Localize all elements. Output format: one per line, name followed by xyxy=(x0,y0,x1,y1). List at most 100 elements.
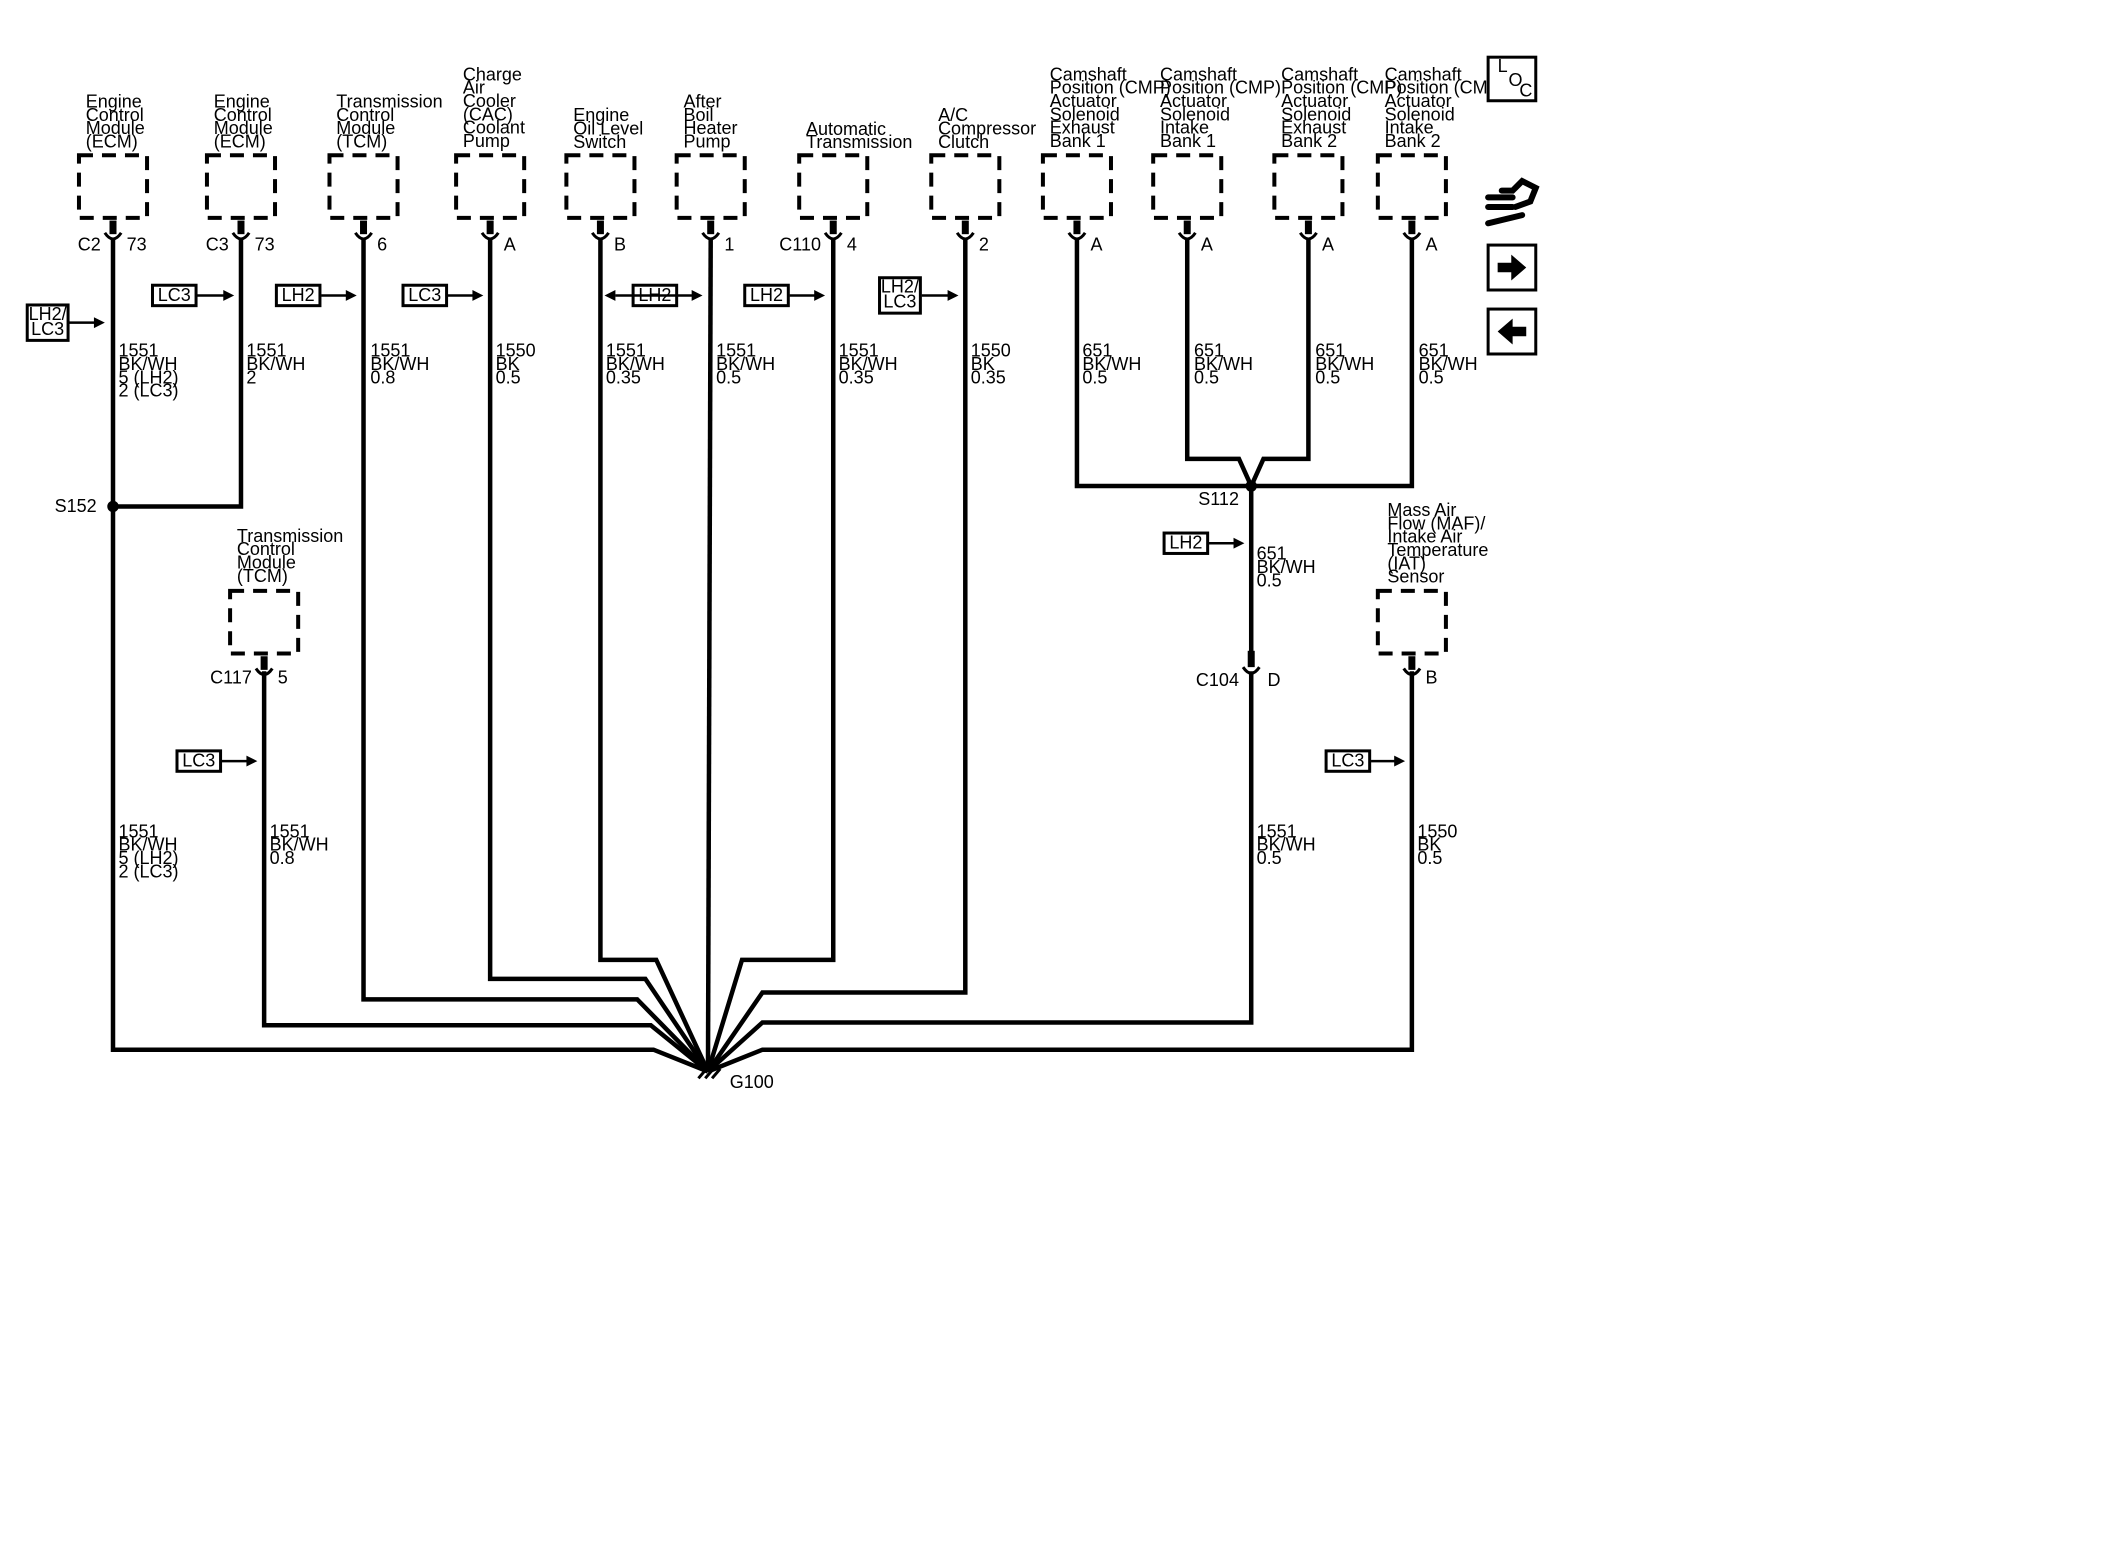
ecm_c3-name-line: (ECM) xyxy=(214,132,266,152)
wire-label-afterboil-line: 1551 xyxy=(716,341,756,361)
cmp_ex_b2-connector xyxy=(1298,231,1318,241)
wire-label-ecm_c2_upper-line: BK/WH xyxy=(118,354,177,374)
wire-label-oil_switch-line: 1551 xyxy=(606,341,646,361)
wire-label-ecm_c2_upper-line: 5 (LH2) xyxy=(118,367,178,387)
wire-label-c104_lower-line: 0.5 xyxy=(1257,848,1282,868)
loc-button-frame[interactable] xyxy=(1486,55,1538,103)
wire-label-afterboil-line: BK/WH xyxy=(716,354,775,374)
maf-sensor-name-line: Intake Air xyxy=(1387,527,1462,547)
wire-label-ac_clutch-line: 1550 xyxy=(971,341,1011,361)
wire-ecm-c3 xyxy=(113,239,244,509)
afterboil-pin-label: 1 xyxy=(724,235,734,255)
cmp_ex_b1-pin-label: A xyxy=(1091,235,1103,255)
wire-label-cmp_ex_b1-line: 651 xyxy=(1082,341,1112,361)
tcm_top-component xyxy=(327,153,400,220)
wire-label-cmp_in_b1-line: 0.5 xyxy=(1194,367,1219,387)
ac_clutch-name-line: A/C xyxy=(938,105,968,125)
option-lh2-tcm-box xyxy=(274,283,322,308)
afterboil-name-line: Heater xyxy=(683,118,737,138)
wire-label-afterboil-line: 0.5 xyxy=(716,367,741,387)
oil_switch-component xyxy=(564,153,637,220)
option-lc3-ecm-c3-box xyxy=(150,283,198,308)
forward-button-frame[interactable] xyxy=(1486,243,1538,292)
text-layer: EngineControlModule(ECM)EngineControlMod… xyxy=(29,64,1506,1092)
cac_pump-pin-label: A xyxy=(504,235,516,255)
tcm-bottom-name-line: Control xyxy=(237,539,295,559)
cmp_ex_b1-name-line: Bank 1 xyxy=(1050,131,1106,151)
loc-letter: L xyxy=(1498,56,1508,76)
wire-cmp-ex-b1 xyxy=(1074,239,1252,489)
option-lh2-lc3-ac-box xyxy=(878,276,922,315)
cmp_in_b2-name-line: Bank 2 xyxy=(1385,131,1441,151)
back-button[interactable] xyxy=(1486,307,1538,356)
cmp_ex_b1-name-line: Exhaust xyxy=(1050,118,1115,138)
option-lc3-tcm-bottom-box xyxy=(175,749,223,773)
wire-label-cmp_ex_b2-line: 0.5 xyxy=(1315,367,1340,387)
wire-label-cmp_in_b2-line: BK/WH xyxy=(1419,354,1478,374)
tcm_top-name-line: Control xyxy=(336,105,394,125)
wire-cac-pump xyxy=(487,239,710,1073)
tcm-bottom-pin-label: 5 xyxy=(278,667,288,687)
tcm-bottom-name-line: Transmission xyxy=(237,526,343,546)
wires-layer xyxy=(110,239,1415,1074)
option-lc3-ecm-c3-label: LC3 xyxy=(158,285,191,305)
ac_clutch-name-line: Clutch xyxy=(938,132,989,152)
wire-label-cmp_in_b2-line: 651 xyxy=(1419,341,1449,361)
ecm_c2-name-line: Module xyxy=(86,118,145,138)
wire-label-ecm_c2_lower-line: 1551 xyxy=(118,821,158,841)
oil_switch-pin-label: B xyxy=(614,235,626,255)
tcm_top-pin-label: 6 xyxy=(377,235,387,255)
option-lh2-s112-box xyxy=(1162,531,1210,555)
auto_trans-name-line: Automatic xyxy=(806,119,886,139)
wire-label-maf_sensor-line: BK xyxy=(1417,835,1441,855)
cmp_in_b1-connector xyxy=(1177,231,1197,241)
arrow-left-icon xyxy=(1497,318,1527,345)
oil_switch-name-line: Switch xyxy=(573,132,626,152)
cmp_ex_b2-name-line: Exhaust xyxy=(1281,118,1346,138)
afterboil-name-line: After xyxy=(683,92,721,112)
oil_switch-name-line: Engine xyxy=(573,105,629,125)
option-arrow-cac-head xyxy=(472,289,484,301)
ground-g100-label: G100 xyxy=(730,1072,774,1092)
ground-hatch xyxy=(704,1067,715,1080)
cac_pump-name-line: Air xyxy=(463,78,485,98)
wire-ecm-c2 xyxy=(110,239,709,1074)
c104-conn-label: C104 xyxy=(1196,670,1239,690)
forward-button[interactable] xyxy=(1486,243,1538,292)
cmp_in_b2-name-line: Position (CMP) xyxy=(1385,78,1506,98)
cmp_in_b2-name-line: Camshaft xyxy=(1385,64,1462,84)
afterboil-name-line: Boil xyxy=(683,105,713,125)
schematic-wrench-icon[interactable] xyxy=(1485,177,1540,227)
wire-cmp-in-b1 xyxy=(1184,239,1254,487)
cmp_in_b1-name-line: Intake xyxy=(1160,118,1209,138)
schematic-wrench-glyph xyxy=(1485,177,1540,227)
loc-letter: C xyxy=(1519,81,1532,101)
cmp_ex_b1-name-line: Solenoid xyxy=(1050,104,1120,124)
cac_pump-name-line: (CAC) xyxy=(463,104,513,124)
cmp_ex_b2-name-line: Bank 2 xyxy=(1281,131,1337,151)
loc-button[interactable]: LOC xyxy=(1486,55,1538,103)
oil_switch-connector xyxy=(591,231,610,241)
wire-label-cac_pump-line: 0.5 xyxy=(496,367,521,387)
wire-label-cmp_ex_b2-line: 651 xyxy=(1315,341,1345,361)
maf-sensor-component xyxy=(1375,588,1448,656)
wire-label-auto_trans-line: 1551 xyxy=(839,341,879,361)
auto_trans-component xyxy=(797,153,870,220)
option-lh2-lc3-left-box xyxy=(25,303,70,342)
cmp_in_b2-pin-label: A xyxy=(1425,235,1437,255)
wire-afterboil xyxy=(705,239,713,1072)
ground-hatch xyxy=(697,1067,708,1080)
ecm_c2-name-line: Control xyxy=(86,105,144,125)
ecm_c3-name-line: Control xyxy=(214,105,272,125)
option-lc3-tcm-bottom-label: LC3 xyxy=(182,751,215,771)
option-lh2-lc3-ac-label: LC3 xyxy=(883,292,916,312)
wire-label-cmp_ex_b2-line: BK/WH xyxy=(1315,354,1374,374)
cmp_ex_b2-name-line: Solenoid xyxy=(1281,104,1351,124)
maf-sensor-name-line: Sensor xyxy=(1387,567,1444,587)
wire-label-ac_clutch-line: BK xyxy=(971,354,995,374)
wire-label-cmp_in_b1-line: BK/WH xyxy=(1194,354,1253,374)
tcm_top-name-line: (TCM) xyxy=(336,132,387,152)
option-arrow-left-head xyxy=(93,317,105,329)
cac_pump-name-line: Charge xyxy=(463,64,522,84)
wire-oil-switch xyxy=(598,239,711,1073)
